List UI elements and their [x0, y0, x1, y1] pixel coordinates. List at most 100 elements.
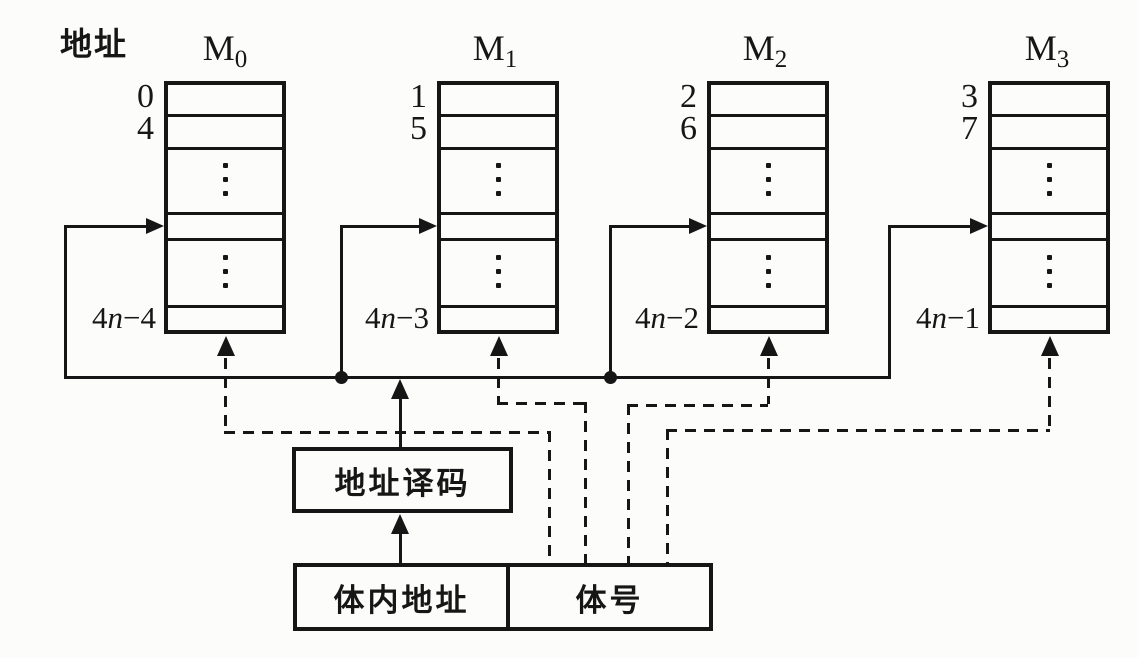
address-feed-m3 — [888, 225, 973, 228]
bank-select-arrow-m2-icon — [760, 336, 778, 356]
bank-title-subscript: 3 — [1056, 46, 1070, 73]
bank-cell-divider — [992, 114, 1106, 117]
bank-title-subscript: 0 — [234, 46, 248, 73]
address-decoder-label: 地址译码 — [334, 465, 471, 501]
bank-cell-divider — [441, 147, 555, 150]
bank-cell-divider — [711, 305, 825, 308]
bank-title-subscript: 1 — [504, 46, 518, 73]
offset: −4 — [123, 300, 156, 335]
bank-cell-divider — [168, 147, 282, 150]
coef: 4 — [635, 300, 651, 335]
address-feed-m2 — [609, 225, 692, 228]
bank-cell-divider — [711, 238, 825, 241]
vertical-ellipsis — [168, 163, 282, 196]
bank-select-shaft-m0 — [224, 358, 227, 431]
decoder-to-bus-line — [399, 396, 402, 447]
address-4n-2: 4n−2 — [587, 302, 699, 333]
vertical-ellipsis — [992, 163, 1106, 196]
arrow-into-m0-icon — [146, 218, 164, 234]
address-register-box: 体内地址 体号 — [293, 563, 713, 631]
vertical-ellipsis — [992, 255, 1106, 288]
bank-cell-divider — [992, 212, 1106, 215]
bus-riser-m2 — [609, 225, 612, 377]
bank-title-base: M — [472, 28, 505, 68]
offset: −2 — [666, 300, 699, 335]
bank-title-m3: M3 — [986, 28, 1108, 80]
bank-cell-divider — [168, 114, 282, 117]
bank-cell-divider — [168, 238, 282, 241]
address-feed-m1 — [340, 225, 422, 228]
bank-cell-divider — [711, 212, 825, 215]
offset: −3 — [396, 300, 429, 335]
bank-select-arrow-m1-icon — [490, 336, 508, 356]
vertical-ellipsis — [441, 255, 555, 288]
arrow-to-bus-icon — [391, 379, 409, 399]
address-bus-line — [64, 376, 891, 379]
bank-select-arrow-m3-icon — [1041, 336, 1059, 356]
bank-internal-address-cell: 体内地址 — [297, 567, 510, 627]
register-to-decoder-line — [399, 532, 402, 565]
address-3: 3 — [961, 78, 978, 115]
memory-bank-m3 — [988, 81, 1110, 334]
vertical-ellipsis — [711, 255, 825, 288]
bus-riser-m0 — [64, 225, 67, 377]
address-4n-1: 4n−1 — [868, 302, 980, 333]
address-4: 4 — [137, 110, 154, 147]
bus-riser-m1 — [340, 225, 343, 377]
variable-n: n — [107, 300, 124, 335]
bank-cell-divider — [992, 305, 1106, 308]
vertical-ellipsis — [441, 163, 555, 196]
address-0: 0 — [137, 78, 154, 115]
vertical-ellipsis — [168, 255, 282, 288]
bank-cell-divider — [441, 305, 555, 308]
bank-select-route-m0 — [224, 431, 550, 434]
bank-cell-divider — [441, 114, 555, 117]
address-axis-label: 地址 — [60, 26, 129, 62]
address-6: 6 — [680, 110, 697, 147]
bank-cell-divider — [711, 114, 825, 117]
coef: 4 — [365, 300, 381, 335]
address-7: 7 — [961, 110, 978, 147]
bank-cell-divider — [992, 147, 1106, 150]
address-5: 5 — [410, 110, 427, 147]
bank-select-shaft-m3 — [1048, 358, 1051, 429]
bank-cell-divider — [168, 212, 282, 215]
address-feed-m0 — [64, 225, 150, 228]
arrow-to-decoder-icon — [391, 514, 409, 534]
arrow-into-m1-icon — [419, 218, 437, 234]
vertical-ellipsis — [711, 163, 825, 196]
variable-n: n — [650, 300, 667, 335]
bank-cell-divider — [168, 305, 282, 308]
bank-select-route-m1 — [497, 402, 584, 405]
bank-title-base: M — [742, 28, 775, 68]
bank-cell-divider — [441, 212, 555, 215]
bus-riser-m3 — [888, 225, 891, 377]
memory-bank-m1 — [437, 81, 559, 334]
memory-bank-m2 — [707, 81, 829, 334]
variable-n: n — [380, 300, 397, 335]
bus-junction-dot — [604, 371, 617, 384]
bank-cell-divider — [441, 238, 555, 241]
bank-number-stub-m0 — [548, 431, 551, 563]
bank-cell-divider — [992, 238, 1106, 241]
bank-title-m2: M2 — [704, 28, 826, 80]
bus-junction-dot — [335, 371, 348, 384]
address-1: 1 — [410, 78, 427, 115]
bank-title-base: M — [1024, 28, 1057, 68]
arrow-into-m2-icon — [689, 218, 707, 234]
coef: 4 — [916, 300, 932, 335]
bank-title-base: M — [202, 28, 235, 68]
bank-select-route-m3 — [666, 429, 1050, 432]
arrow-into-m3-icon — [970, 218, 988, 234]
bank-title-m0: M0 — [164, 28, 286, 80]
bank-number-stub-m2 — [627, 404, 630, 563]
bank-number-stub-m1 — [584, 402, 587, 563]
address-2: 2 — [680, 78, 697, 115]
offset: −1 — [947, 300, 980, 335]
address-4n-4: 4n−4 — [44, 302, 156, 333]
bank-select-arrow-m0-icon — [217, 336, 235, 356]
bank-select-shaft-m2 — [767, 358, 770, 404]
bank-select-route-m2 — [627, 404, 768, 407]
coef: 4 — [92, 300, 108, 335]
